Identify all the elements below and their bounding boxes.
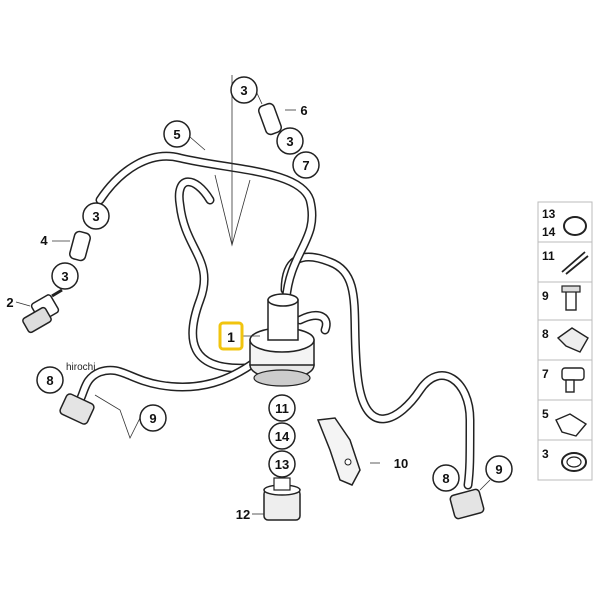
legend-row-3: 3 (542, 447, 587, 472)
callout-7-label: 7 (302, 158, 309, 173)
hose-left (75, 357, 260, 405)
callout-3-left-lower[interactable]: 3 (51, 262, 79, 290)
hose-group (75, 151, 475, 490)
legend-row-9: 9 (542, 285, 581, 311)
callout-14-label: 14 (275, 429, 290, 444)
hose-top-loop (95, 151, 317, 305)
legend-num-5: 5 (542, 407, 549, 421)
callout-5-label: 5 (173, 127, 180, 142)
callout-13-label: 13 (275, 457, 289, 472)
callout-12[interactable]: 12 (236, 507, 250, 522)
legend-num-14: 14 (542, 225, 556, 239)
legend-row-13-14: 13 14 (542, 207, 587, 239)
callout-9-right[interactable]: 9 (485, 455, 513, 483)
callout-11-label: 11 (275, 401, 289, 416)
legend-row-7: 7 (542, 367, 585, 393)
callout-8-right[interactable]: 8 (432, 464, 460, 492)
o-ring-icon (563, 216, 587, 236)
callout-4[interactable]: 4 (40, 233, 48, 248)
hose-pump-side (295, 311, 331, 335)
callout-9-right-label: 9 (495, 462, 502, 477)
watermark-text: hirochi (66, 362, 95, 373)
filter-part-12 (263, 477, 301, 521)
callout-9-left[interactable]: 9 (139, 404, 167, 432)
connector-part-8-left (59, 393, 95, 425)
clip-icon (561, 251, 589, 275)
elbow-fitting-icon (561, 367, 585, 381)
callout-6[interactable]: 6 (300, 103, 307, 118)
legend-row-11: 11 (542, 249, 589, 275)
hose-clamp-bracket-icon (555, 413, 588, 437)
pipe-part-4 (69, 230, 91, 262)
legend-row-8: 8 (542, 327, 589, 353)
leader-lines (15, 90, 491, 515)
callout-3-right[interactable]: 3 (276, 127, 304, 155)
connector-clip-icon (556, 327, 589, 353)
legend-panel: 13 14 11 9 8 7 5 3 (537, 201, 593, 481)
hose-inner (174, 177, 250, 373)
bracket-part-10 (316, 417, 361, 486)
callout-7[interactable]: 7 (292, 151, 320, 179)
callout-8-left[interactable]: 8 (36, 366, 64, 394)
callout-10-label: 10 (394, 456, 408, 471)
connector-part-8-right (449, 488, 485, 520)
connector-part-2 (22, 288, 63, 334)
pipe-part-6 (258, 102, 282, 136)
callout-1[interactable]: 1 (218, 321, 244, 351)
center-axis-branch (214, 174, 251, 247)
legend-num-9: 9 (542, 289, 549, 303)
legend-num-13: 13 (542, 207, 556, 221)
hose-clamp-icon (561, 452, 587, 472)
callout-11[interactable]: 11 (268, 394, 296, 422)
callout-14[interactable]: 14 (268, 422, 296, 450)
callout-3-left-upper[interactable]: 3 (82, 202, 110, 230)
callout-3-top-label: 3 (240, 83, 247, 98)
callout-1-label: 1 (227, 329, 235, 345)
callout-13[interactable]: 13 (268, 450, 296, 478)
callout-3-left-upper-label: 3 (92, 209, 99, 224)
callout-9-left-label: 9 (149, 411, 156, 426)
legend-num-8: 8 (542, 327, 549, 341)
callout-8-right-label: 8 (442, 471, 449, 486)
callout-8-left-label: 8 (46, 373, 53, 388)
callout-2[interactable]: 2 (6, 295, 13, 310)
pump-assembly (249, 293, 315, 387)
legend-num-11: 11 (542, 249, 555, 263)
callout-10[interactable]: 10 (394, 456, 408, 471)
hose-right-long (280, 252, 475, 490)
callout-12-label: 12 (236, 507, 250, 522)
legend-num-3: 3 (542, 447, 549, 461)
callout-4-label: 4 (40, 233, 48, 248)
legend-row-5: 5 (542, 407, 588, 437)
callout-6-label: 6 (300, 103, 307, 118)
callout-2-label: 2 (6, 295, 13, 310)
callout-3-top[interactable]: 3 (230, 76, 258, 104)
legend-num-7: 7 (542, 367, 549, 381)
callout-3-right-label: 3 (286, 134, 293, 149)
callout-5[interactable]: 5 (163, 120, 191, 148)
callout-3-left-lower-label: 3 (61, 269, 68, 284)
